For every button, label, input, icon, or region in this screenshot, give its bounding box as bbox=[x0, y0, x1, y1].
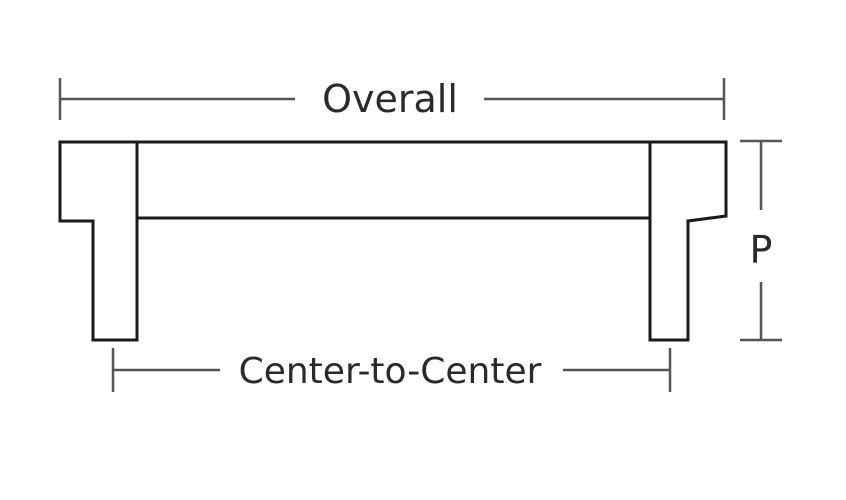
overall-dimension: Overall bbox=[58, 77, 726, 121]
overall-label: Overall bbox=[322, 77, 458, 121]
projection-label: P bbox=[750, 228, 773, 272]
center-to-center-label: Center-to-Center bbox=[239, 351, 542, 392]
handle-outline bbox=[58, 140, 728, 342]
center-to-center-dimension: Center-to-Center bbox=[111, 348, 672, 392]
projection-dimension: P bbox=[740, 139, 782, 342]
pull-handle bbox=[58, 140, 728, 342]
